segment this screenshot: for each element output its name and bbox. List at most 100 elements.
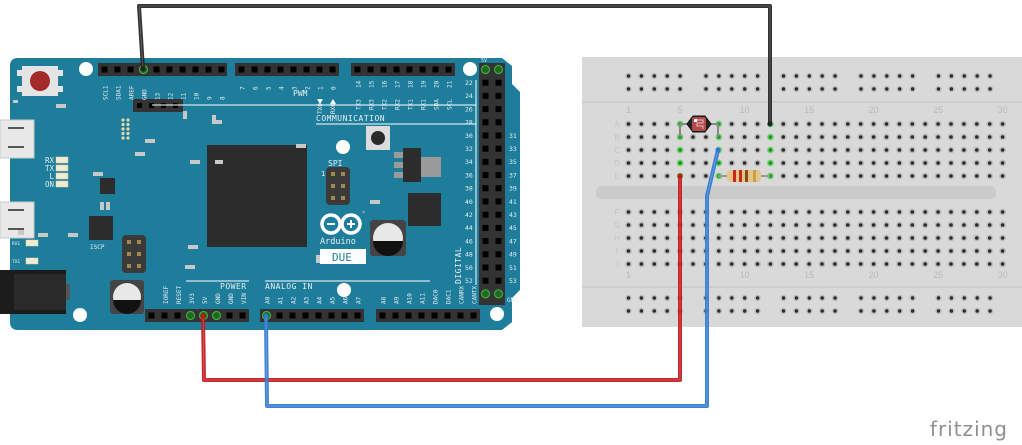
erase-button[interactable] xyxy=(366,126,390,150)
wire-endpoint[interactable] xyxy=(767,121,773,127)
header-pin[interactable] xyxy=(329,66,336,73)
resistor[interactable] xyxy=(718,170,770,182)
header-pin[interactable] xyxy=(166,66,173,73)
wire-endpoint[interactable] xyxy=(263,313,269,319)
header-pin[interactable] xyxy=(482,185,489,192)
header-pin[interactable] xyxy=(251,66,258,73)
header-pin[interactable] xyxy=(495,264,502,271)
header-pin[interactable] xyxy=(187,312,194,319)
header-pin[interactable] xyxy=(179,66,186,73)
header-pin[interactable] xyxy=(495,145,502,152)
header-pin[interactable] xyxy=(392,312,399,319)
header-pin[interactable] xyxy=(276,312,283,319)
breadboard-hole-center xyxy=(858,223,863,227)
header-pin[interactable] xyxy=(264,66,271,73)
wire-endpoint[interactable] xyxy=(715,147,721,153)
header-pin[interactable] xyxy=(316,66,323,73)
header-pin[interactable] xyxy=(406,66,413,73)
5v-wire[interactable] xyxy=(201,174,682,382)
header-pin[interactable] xyxy=(495,119,502,126)
header-pin[interactable] xyxy=(380,66,387,73)
header-pin[interactable] xyxy=(495,224,502,231)
header-pin[interactable] xyxy=(482,251,489,258)
header-pin[interactable] xyxy=(495,290,502,297)
header-pin[interactable] xyxy=(495,198,502,205)
header-pin[interactable] xyxy=(482,211,489,218)
header-pin[interactable] xyxy=(470,312,477,319)
header-pin[interactable] xyxy=(114,66,121,73)
header-pin[interactable] xyxy=(205,66,212,73)
header-pin[interactable] xyxy=(218,66,225,73)
header-pin[interactable] xyxy=(482,106,489,113)
wire-endpoint[interactable] xyxy=(140,66,146,72)
header-pin[interactable] xyxy=(482,264,489,271)
header-pin[interactable] xyxy=(379,312,386,319)
header-pin[interactable] xyxy=(290,66,297,73)
header-pin[interactable] xyxy=(482,290,489,297)
header-pin[interactable] xyxy=(302,312,309,319)
header-pin[interactable] xyxy=(482,132,489,139)
header-pin[interactable] xyxy=(303,66,310,73)
photoresistor[interactable] xyxy=(679,115,719,137)
header-pin[interactable] xyxy=(457,312,464,319)
header-pin[interactable] xyxy=(148,312,155,319)
wire-endpoint[interactable] xyxy=(677,173,683,179)
a0-wire[interactable] xyxy=(264,148,720,408)
header-pin[interactable] xyxy=(482,198,489,205)
breadboard-hole-center xyxy=(975,148,979,152)
header-pin[interactable] xyxy=(482,66,489,73)
gnd-wire[interactable] xyxy=(137,4,772,126)
header-pin[interactable] xyxy=(482,158,489,165)
header-pin[interactable] xyxy=(101,66,108,73)
header-pin[interactable] xyxy=(419,66,426,73)
header-pin[interactable] xyxy=(495,211,502,218)
reset-button[interactable] xyxy=(17,66,63,96)
header-pin[interactable] xyxy=(482,92,489,99)
header-pin[interactable] xyxy=(405,312,412,319)
header-pin[interactable] xyxy=(495,251,502,258)
header-pin[interactable] xyxy=(495,277,502,284)
header-pin[interactable] xyxy=(482,172,489,179)
header-pin[interactable] xyxy=(354,66,361,73)
header-pin[interactable] xyxy=(153,66,160,73)
header-pin[interactable] xyxy=(213,312,220,319)
header-pin[interactable] xyxy=(161,312,168,319)
header-pin[interactable] xyxy=(482,238,489,245)
header-pin[interactable] xyxy=(239,312,246,319)
header-pin[interactable] xyxy=(482,224,489,231)
header-pin[interactable] xyxy=(341,312,348,319)
header-pin[interactable] xyxy=(367,66,374,73)
header-pin[interactable] xyxy=(432,66,439,73)
header-pin[interactable] xyxy=(495,172,502,179)
header-pin[interactable] xyxy=(226,312,233,319)
header-pin[interactable] xyxy=(393,66,400,73)
header-pin[interactable] xyxy=(495,132,502,139)
header-pin[interactable] xyxy=(495,238,502,245)
header-pin[interactable] xyxy=(495,106,502,113)
header-pin[interactable] xyxy=(482,79,489,86)
header-pin[interactable] xyxy=(444,312,451,319)
header-pin[interactable] xyxy=(431,312,438,319)
header-pin[interactable] xyxy=(482,277,489,284)
header-pin[interactable] xyxy=(495,92,502,99)
breadboard-hole-center xyxy=(871,148,876,152)
header-pin[interactable] xyxy=(238,66,245,73)
rail-hole-center xyxy=(730,296,734,300)
header-pin[interactable] xyxy=(174,312,181,319)
header-pin[interactable] xyxy=(445,66,452,73)
header-pin[interactable] xyxy=(495,158,502,165)
header-pin[interactable] xyxy=(482,119,489,126)
header-pin[interactable] xyxy=(328,312,335,319)
wire-endpoint[interactable] xyxy=(200,313,206,319)
header-pin[interactable] xyxy=(418,312,425,319)
header-pin[interactable] xyxy=(277,66,284,73)
header-pin[interactable] xyxy=(482,145,489,152)
header-pin[interactable] xyxy=(354,312,361,319)
header-pin[interactable] xyxy=(495,185,502,192)
header-pin[interactable] xyxy=(127,66,134,73)
header-pin[interactable] xyxy=(289,312,296,319)
header-pin[interactable] xyxy=(495,66,502,73)
header-pin[interactable] xyxy=(192,66,199,73)
header-pin[interactable] xyxy=(315,312,322,319)
header-pin[interactable] xyxy=(495,79,502,86)
